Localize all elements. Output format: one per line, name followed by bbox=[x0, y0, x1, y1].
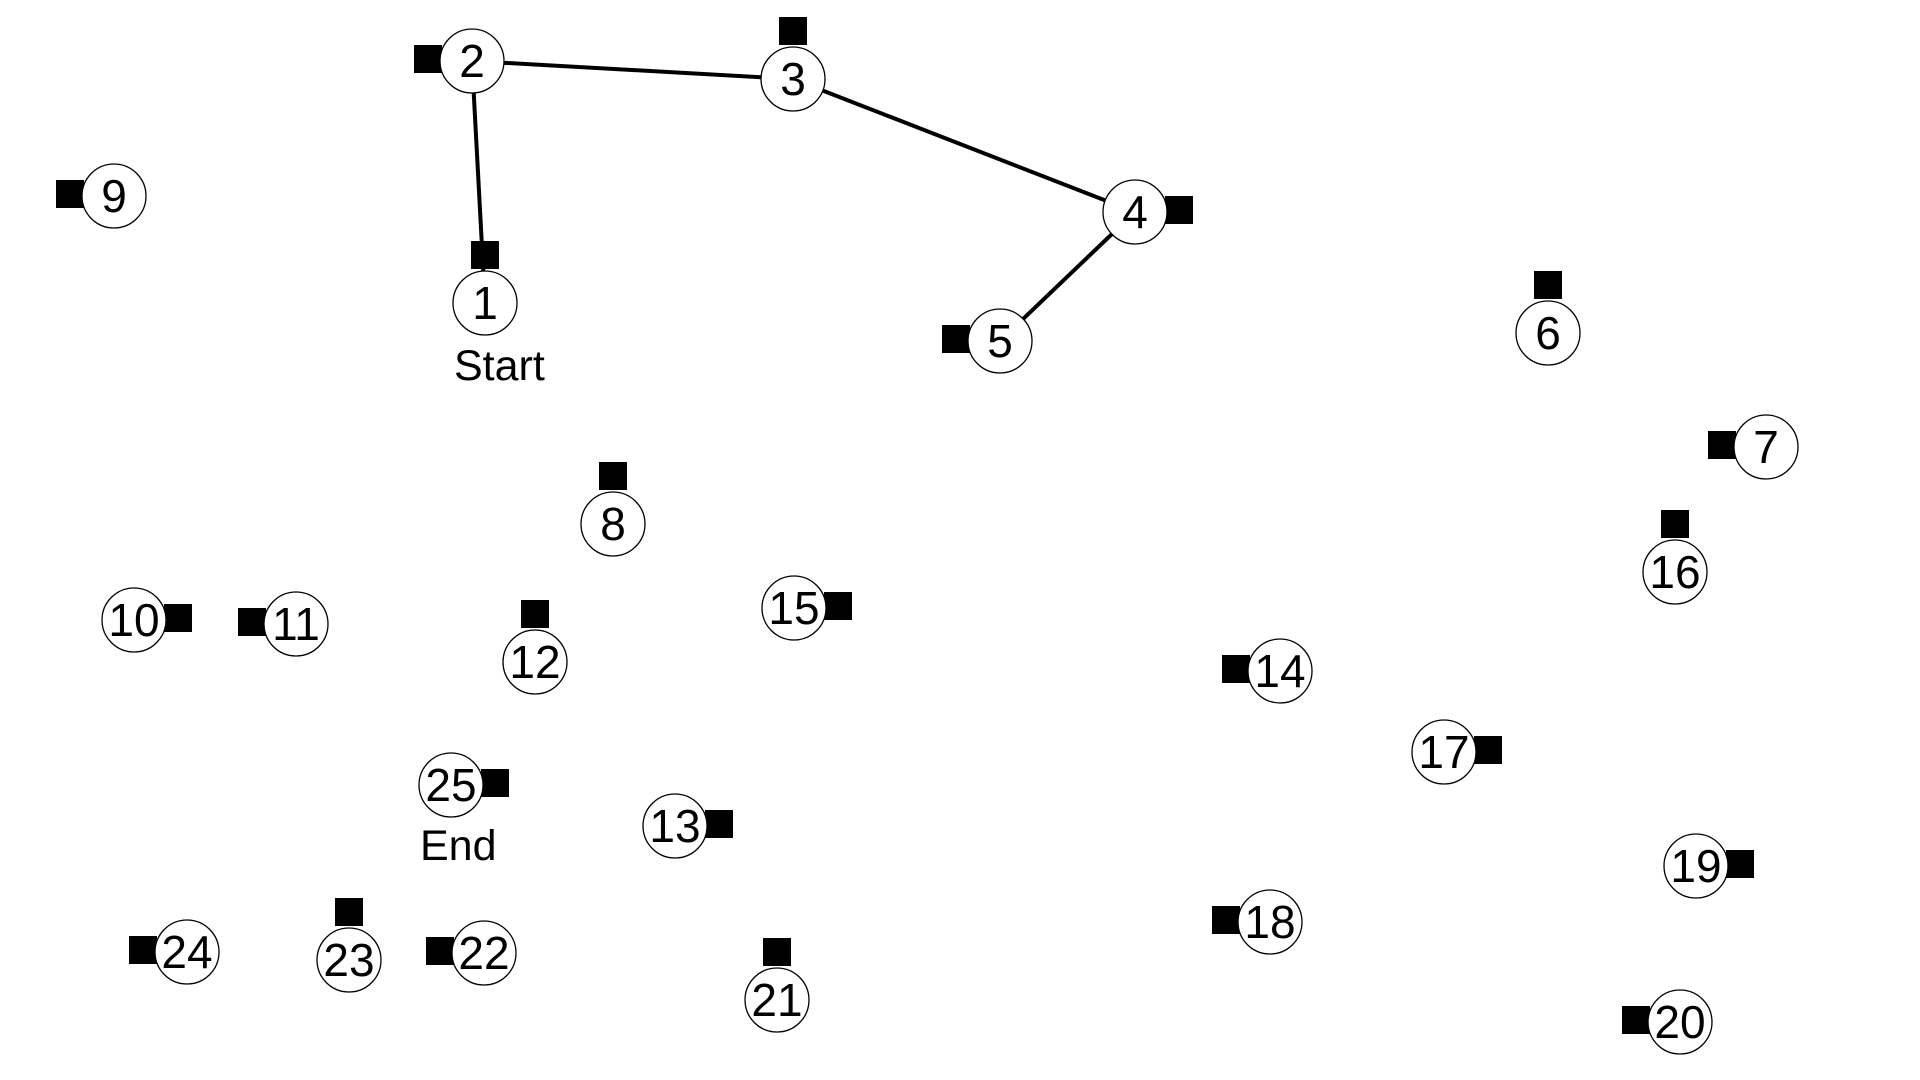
node-25[interactable]: 25 bbox=[418, 752, 484, 818]
node-marker-15 bbox=[824, 592, 852, 620]
node-circle-6[interactable] bbox=[1515, 300, 1581, 366]
node-circle-2[interactable] bbox=[439, 28, 505, 94]
node-4[interactable]: 4 bbox=[1102, 179, 1168, 245]
node-circle-19[interactable] bbox=[1663, 833, 1729, 899]
node-5[interactable]: 5 bbox=[967, 308, 1033, 374]
node-circle-13[interactable] bbox=[642, 793, 708, 859]
node-circle-15[interactable] bbox=[761, 575, 827, 641]
node-circle-25[interactable] bbox=[418, 752, 484, 818]
node-8[interactable]: 8 bbox=[580, 491, 646, 557]
node-marker-12 bbox=[521, 600, 549, 628]
node-18[interactable]: 18 bbox=[1237, 889, 1303, 955]
node-2[interactable]: 2 bbox=[439, 28, 505, 94]
node-23[interactable]: 23 bbox=[316, 927, 382, 993]
node-15[interactable]: 15 bbox=[761, 575, 827, 641]
node-13[interactable]: 13 bbox=[642, 793, 708, 859]
node-circle-16[interactable] bbox=[1642, 539, 1708, 605]
node-circle-4[interactable] bbox=[1102, 179, 1168, 245]
node-marker-24 bbox=[129, 936, 157, 964]
node-marker-17 bbox=[1474, 736, 1502, 764]
start-label: Start bbox=[454, 342, 545, 390]
node-marker-9 bbox=[56, 180, 84, 208]
node-marker-19 bbox=[1726, 850, 1754, 878]
node-circle-22[interactable] bbox=[451, 920, 517, 986]
node-20[interactable]: 20 bbox=[1647, 989, 1713, 1055]
node-marker-13 bbox=[705, 810, 733, 838]
node-9[interactable]: 9 bbox=[81, 163, 147, 229]
node-circle-17[interactable] bbox=[1411, 719, 1477, 785]
node-10[interactable]: 10 bbox=[101, 587, 167, 653]
node-circle-20[interactable] bbox=[1647, 989, 1713, 1055]
node-circle-24[interactable] bbox=[154, 919, 220, 985]
end-label: End bbox=[420, 822, 497, 870]
node-circle-21[interactable] bbox=[744, 967, 810, 1033]
path-segment-3-4 bbox=[791, 77, 1137, 214]
node-marker-22 bbox=[426, 937, 454, 965]
node-circle-7[interactable] bbox=[1733, 414, 1799, 480]
node-24[interactable]: 24 bbox=[154, 919, 220, 985]
node-circle-23[interactable] bbox=[316, 927, 382, 993]
node-11[interactable]: 11 bbox=[263, 591, 329, 657]
node-circle-8[interactable] bbox=[580, 491, 646, 557]
node-marker-1 bbox=[471, 241, 499, 269]
node-marker-6 bbox=[1534, 271, 1562, 299]
node-marker-20 bbox=[1622, 1006, 1650, 1034]
path-segment-2-3 bbox=[470, 59, 795, 81]
node-circle-10[interactable] bbox=[101, 587, 167, 653]
node-7[interactable]: 7 bbox=[1733, 414, 1799, 480]
node-marker-5 bbox=[942, 325, 970, 353]
node-marker-10 bbox=[164, 604, 192, 632]
node-circle-11[interactable] bbox=[263, 591, 329, 657]
node-16[interactable]: 16 bbox=[1642, 539, 1708, 605]
node-marker-18 bbox=[1212, 906, 1240, 934]
node-22[interactable]: 22 bbox=[451, 920, 517, 986]
node-circle-3[interactable] bbox=[760, 46, 826, 112]
node-19[interactable]: 19 bbox=[1663, 833, 1729, 899]
node-marker-7 bbox=[1708, 431, 1736, 459]
node-circle-18[interactable] bbox=[1237, 889, 1303, 955]
node-markers bbox=[56, 17, 1754, 1034]
node-circle-9[interactable] bbox=[81, 163, 147, 229]
node-marker-25 bbox=[481, 769, 509, 797]
node-marker-3 bbox=[779, 17, 807, 45]
node-marker-21 bbox=[763, 938, 791, 966]
node-circle-1[interactable] bbox=[452, 270, 518, 336]
node-6[interactable]: 6 bbox=[1515, 300, 1581, 366]
node-21[interactable]: 21 bbox=[744, 967, 810, 1033]
node-circle-5[interactable] bbox=[967, 308, 1033, 374]
node-12[interactable]: 12 bbox=[502, 629, 568, 695]
node-marker-11 bbox=[238, 608, 266, 636]
node-marker-4 bbox=[1165, 196, 1193, 224]
node-14[interactable]: 14 bbox=[1247, 638, 1313, 704]
node-marker-14 bbox=[1222, 655, 1250, 683]
node-marker-2 bbox=[414, 45, 442, 73]
node-marker-16 bbox=[1661, 510, 1689, 538]
node-17[interactable]: 17 bbox=[1411, 719, 1477, 785]
node-marker-8 bbox=[599, 462, 627, 490]
node-3[interactable]: 3 bbox=[760, 46, 826, 112]
node-1[interactable]: 1 bbox=[452, 270, 518, 336]
node-marker-23 bbox=[335, 898, 363, 926]
node-circle-12[interactable] bbox=[502, 629, 568, 695]
node-circle-14[interactable] bbox=[1247, 638, 1313, 704]
